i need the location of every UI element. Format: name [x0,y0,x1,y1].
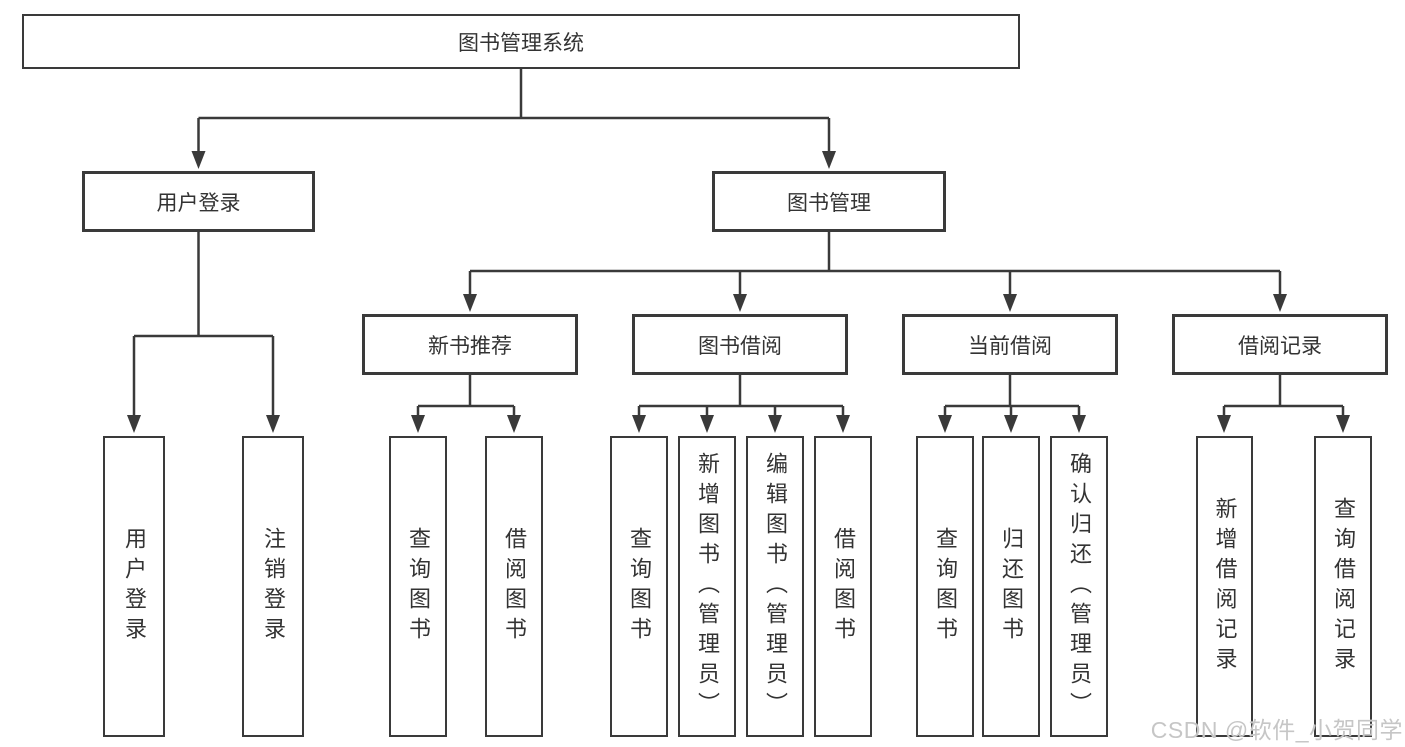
node-label: 图书管理 [787,191,871,215]
node-label: 编辑图书（管理员） [763,451,788,722]
connector-book-borrowing-to-leaves [632,375,850,433]
node-label: 查询图书 [406,526,431,647]
node-label: 注销登录 [261,526,286,647]
leaf-add-borrow-record: 新增借阅记录 [1196,436,1253,737]
leaf-borrow-books-recommend: 借阅图书 [485,436,543,737]
watermark: CSDN @软件_小贺同学 [1150,717,1403,743]
connector-book-management-to-level3 [463,232,1287,312]
node-label: 归还图书 [999,526,1024,647]
node-book-management: 图书管理 [712,171,946,232]
node-new-book-recommend: 新书推荐 [362,314,578,375]
connector-borrowing-records-to-leaves [1217,375,1350,433]
node-label: 图书管理系统 [458,31,584,55]
connector-new-book-recommend-to-leaves [411,375,521,433]
connector-current-borrowing-to-leaves [938,375,1086,433]
node-label: 借阅记录 [1238,334,1322,358]
node-label: 新增图书（管理员） [695,451,720,722]
node-user-login: 用户登录 [82,171,315,232]
leaf-add-books-admin: 新增图书（管理员） [678,436,736,737]
node-label: 图书借阅 [698,334,782,358]
node-book-management-system: 图书管理系统 [22,14,1020,69]
leaf-return-books: 归还图书 [982,436,1040,737]
connector-user-login-to-leaves [127,232,280,433]
node-label: 借阅图书 [502,526,527,647]
node-label: 用户登录 [156,191,241,215]
leaf-logout: 注销登录 [242,436,304,737]
node-label: 查询图书 [627,526,652,647]
node-label: 当前借阅 [968,334,1052,358]
node-label: 新增借阅记录 [1212,496,1238,677]
leaf-query-books-recommend: 查询图书 [389,436,447,737]
leaf-query-books-borrowing: 查询图书 [610,436,668,737]
leaf-borrow-books: 借阅图书 [814,436,872,737]
node-label: 新书推荐 [428,334,512,358]
node-label: 确认归还（管理员） [1067,451,1092,722]
node-current-borrowing: 当前借阅 [902,314,1118,375]
node-label: 借阅图书 [831,526,856,647]
node-book-borrowing: 图书借阅 [632,314,848,375]
leaf-user-login: 用户登录 [103,436,165,737]
leaf-edit-books-admin: 编辑图书（管理员） [746,436,804,737]
leaf-confirm-return-admin: 确认归还（管理员） [1050,436,1108,737]
leaf-query-borrow-record: 查询借阅记录 [1314,436,1372,737]
leaf-query-books-current: 查询图书 [916,436,974,737]
node-borrowing-records: 借阅记录 [1172,314,1388,375]
connector-root-to-level2 [191,69,836,169]
node-label: 查询借阅记录 [1331,496,1356,677]
node-label: 用户登录 [122,526,147,647]
node-label: 查询图书 [933,526,958,647]
